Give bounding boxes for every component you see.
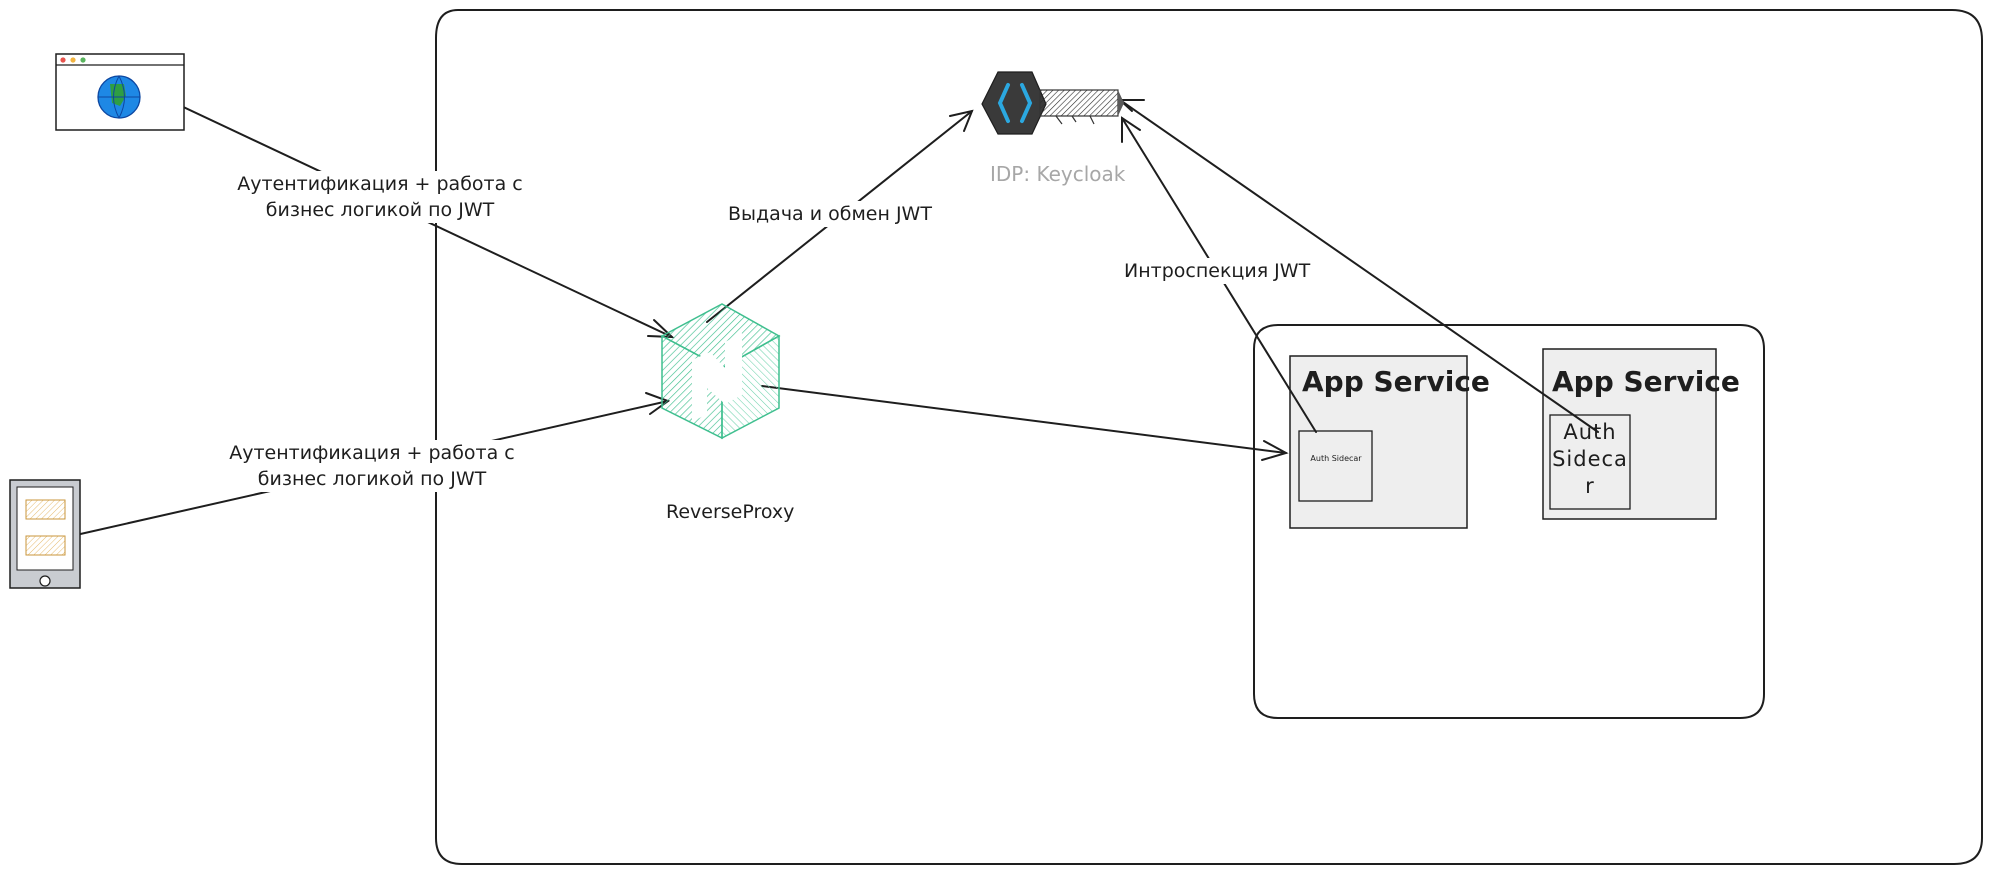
auth-sidecar-2-line-2: Sideca (1552, 447, 1628, 471)
edge-proxy-to-idp-arrowhead (949, 109, 974, 132)
edge-label-mobile-to-proxy: Аутентификация + работа с бизнес логикой… (204, 440, 540, 492)
auth-sidecar-2-line-1: Auth (1563, 420, 1617, 444)
auth-sidecar-2-line-3: r (1585, 474, 1595, 498)
auth-sidecar-2-box[interactable] (1549, 414, 1631, 510)
idp-label: IDP: Keycloak (990, 162, 1126, 186)
app-service-1-title: App Service (1302, 365, 1490, 398)
edge-sidecar1-to-idp-arrowhead (1121, 116, 1141, 143)
edge-label-browser-to-proxy: Аутентификация + работа с бизнес логикой… (212, 171, 548, 223)
edge-proxy-to-service (761, 385, 1287, 454)
edge-label-proxy-to-idp: Выдача и обмен JWT (728, 201, 932, 227)
browser-globe-icon[interactable] (55, 53, 185, 131)
auth-sidecar-2-label: Auth Sideca r (1550, 419, 1630, 500)
edge-sidecar2-to-idp (1119, 99, 1599, 433)
app-service-2-title: App Service (1552, 365, 1740, 398)
key-icon[interactable] (981, 71, 1124, 135)
reverse-proxy-label: ReverseProxy (666, 501, 795, 523)
edge-label-sidecar-to-idp: Интроспекция JWT (1124, 258, 1311, 284)
cube-icon[interactable] (660, 303, 781, 440)
auth-sidecar-1-label: Auth Sidecar (1310, 454, 1362, 463)
services-group (1253, 324, 1765, 719)
mobile-device-icon[interactable] (9, 479, 81, 589)
auth-sidecar-1-box[interactable] (1298, 430, 1373, 502)
system-boundary (435, 9, 1983, 865)
edge-proxy-to-service-arrowhead (1261, 440, 1289, 461)
